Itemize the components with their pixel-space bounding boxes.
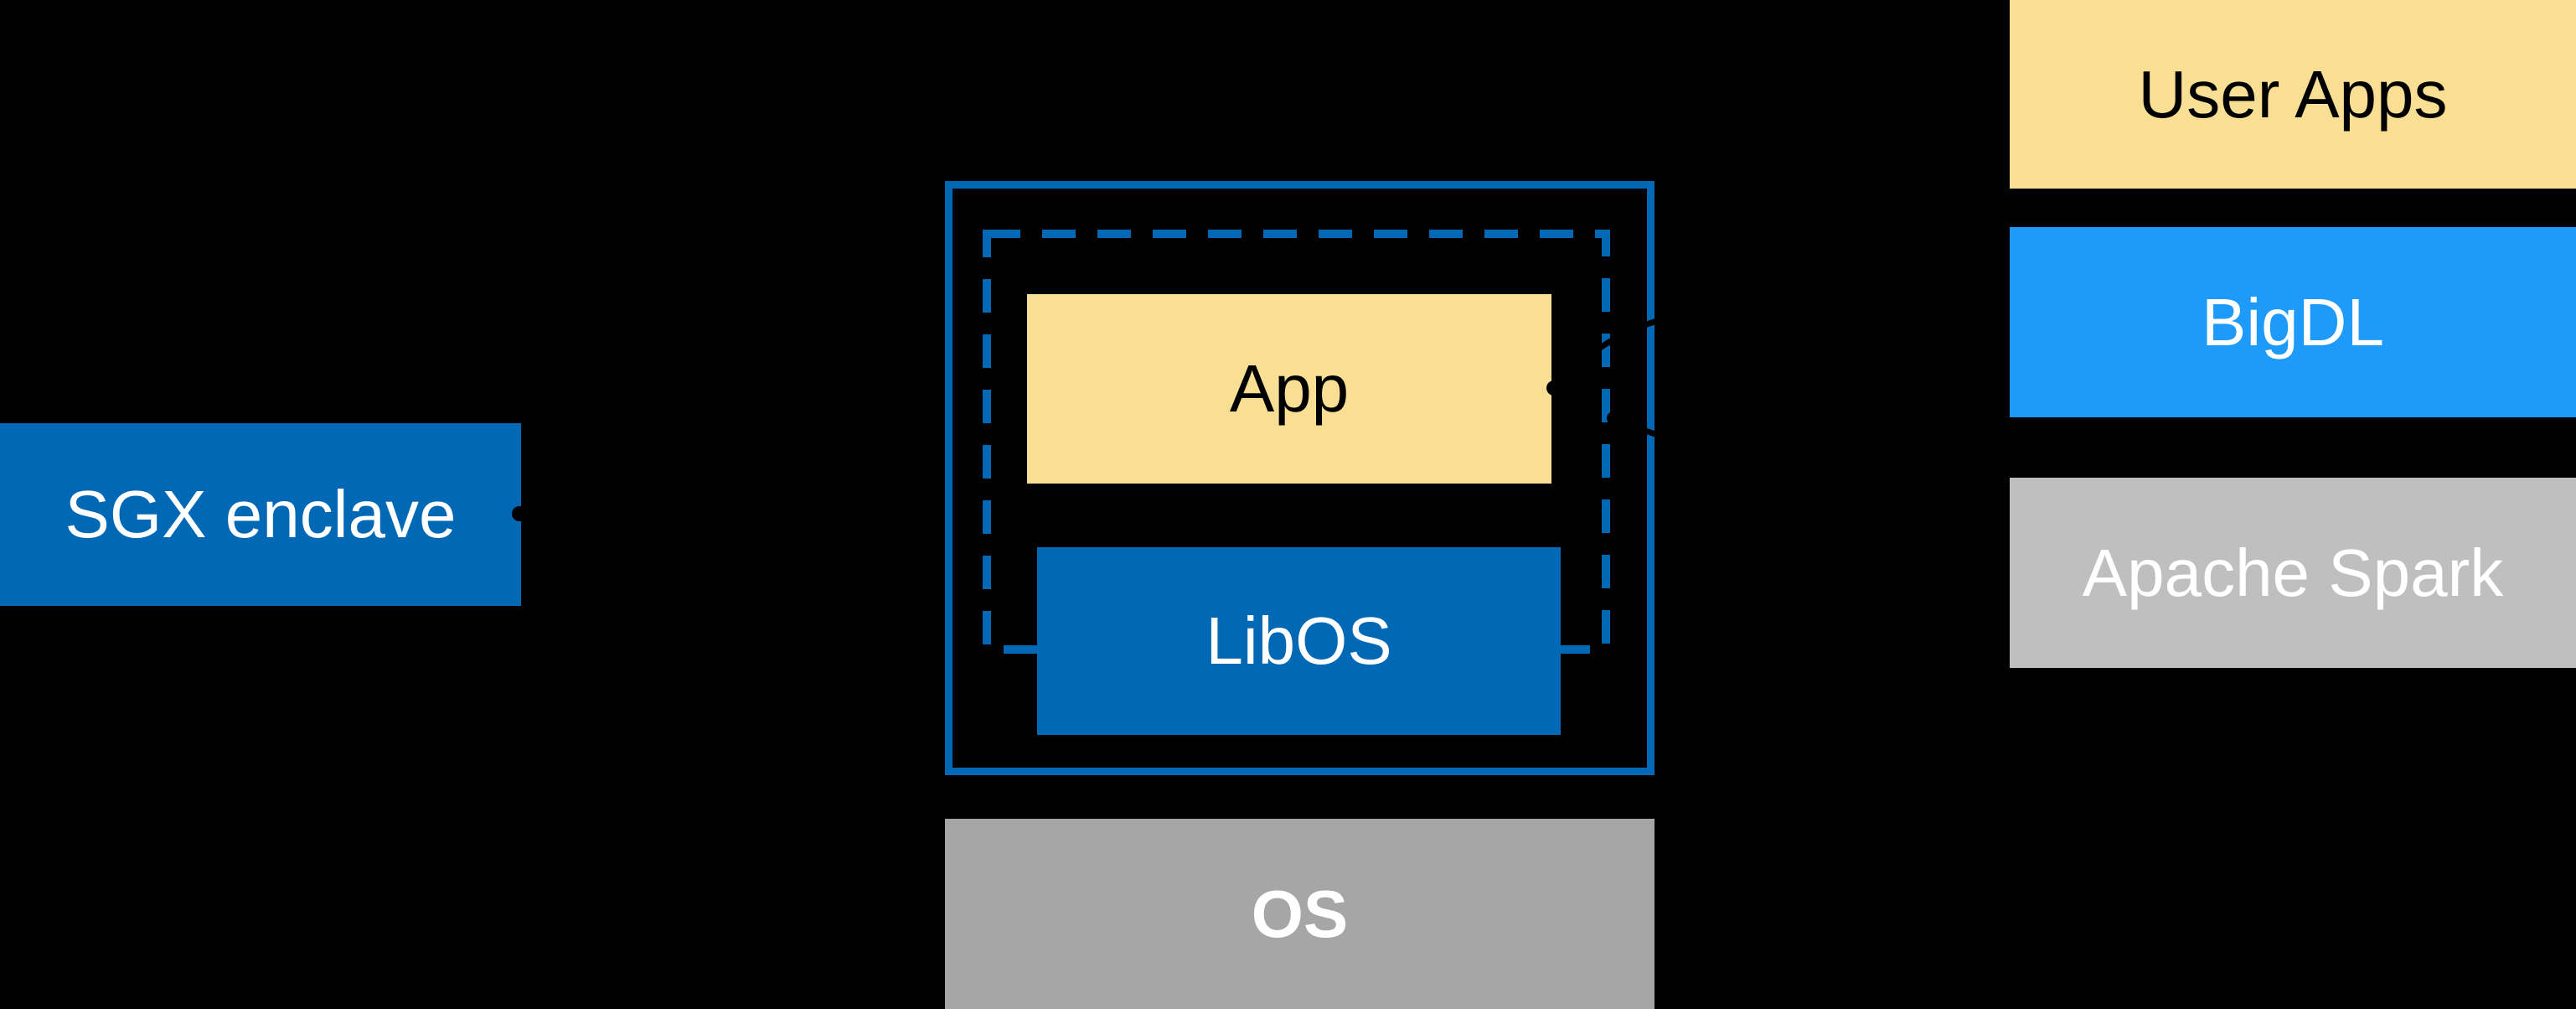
user-apps-label: User Apps [2138,56,2448,132]
bigdl-box: BigDL [2010,227,2576,417]
arrowhead-icon [1982,525,2007,545]
os-label: OS [1251,876,1349,951]
libos-box: LibOS [1037,547,1561,735]
spark-to-enclave-pointer-arrow [1607,411,2007,545]
sgx-label-pointer-arrow [512,504,942,524]
libos-label: LibOS [1205,603,1392,678]
arrowhead-icon [920,504,942,524]
os-box: OS [945,819,1655,1009]
sgx-enclave-label-box: SGX enclave [0,423,521,606]
apache-spark-box: Apache Spark [2010,478,2576,668]
bigdl-label: BigDL [2202,284,2384,360]
arrowhead-icon [1985,314,2007,334]
apache-spark-label: Apache Spark [2082,535,2504,610]
app-box: App [1027,294,1551,484]
app-label: App [1229,351,1350,426]
sgx-enclave-label: SGX enclave [65,477,457,551]
user-apps-box: User Apps [2010,0,2576,189]
